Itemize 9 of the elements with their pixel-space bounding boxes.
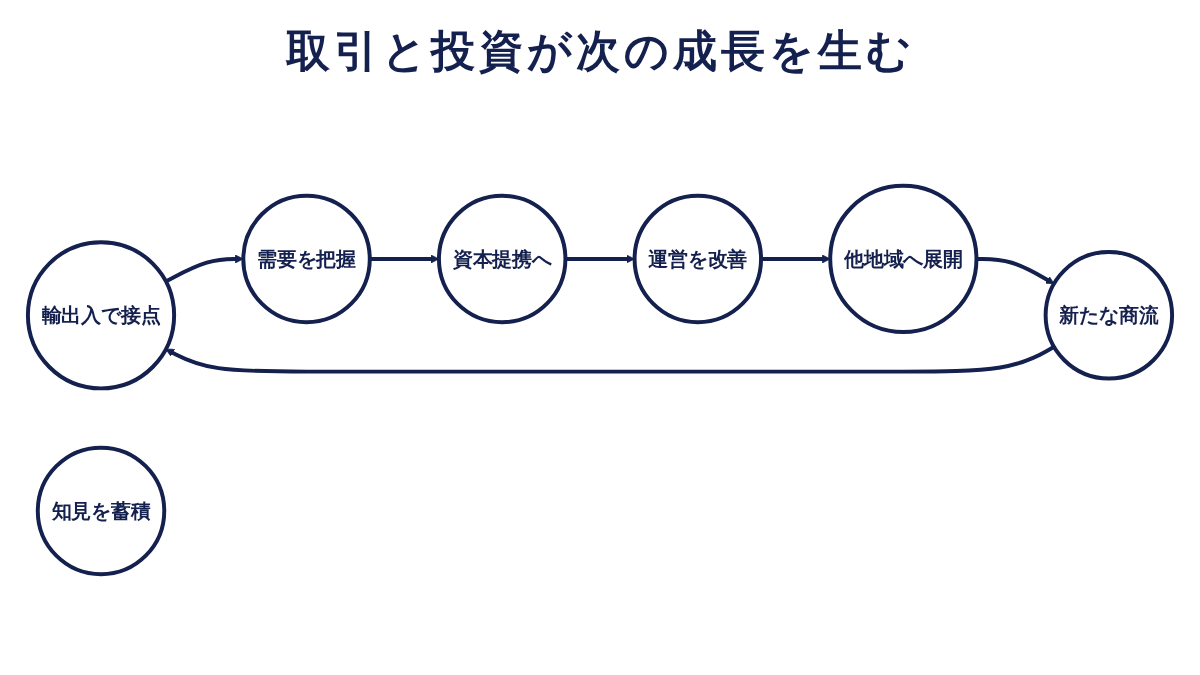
node-circle: 資本提携へ [436,193,568,325]
node-circle: 知見を蓄積 [35,445,167,577]
diagram-title: 取引と投資が次の成長を生む [284,24,916,78]
node-circle: 需要を把握 [241,193,372,325]
node-circle: 運営を改善 [632,193,764,325]
node-circle: 輸出入で接点 [25,240,177,391]
arrow [165,345,1056,374]
node-circle: 他地域へ展開 [828,183,979,335]
node-circle: 新たな商流 [1043,250,1175,381]
